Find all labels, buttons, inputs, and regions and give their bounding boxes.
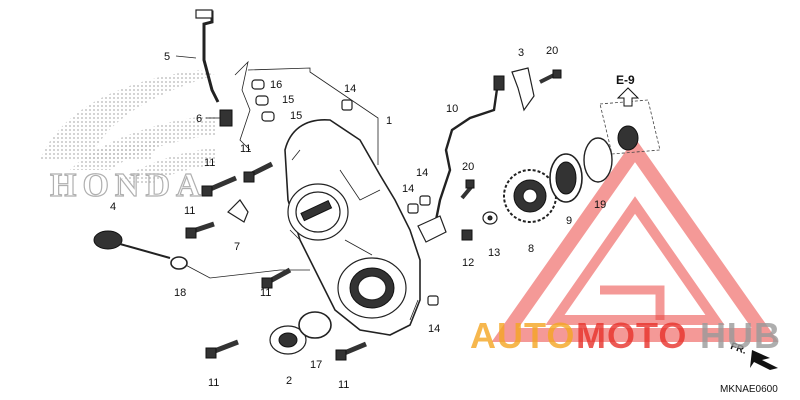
callout-11-a: 11 bbox=[204, 157, 215, 169]
watermark-brand-part2: MOTO bbox=[576, 315, 687, 356]
part-6[interactable] bbox=[206, 109, 233, 127]
callout-12: 12 bbox=[462, 257, 474, 269]
callout-4: 4 bbox=[110, 201, 116, 213]
callout-16: 16 bbox=[270, 79, 282, 91]
callout-14-a: 14 bbox=[344, 83, 356, 95]
part-15-a[interactable] bbox=[255, 95, 269, 106]
callout-15-b: 15 bbox=[290, 110, 302, 122]
bolt-12[interactable] bbox=[461, 229, 473, 241]
part-16[interactable] bbox=[251, 79, 265, 90]
bolt-20-b[interactable] bbox=[460, 179, 475, 200]
callout-9: 9 bbox=[566, 215, 572, 227]
callout-17: 17 bbox=[310, 359, 322, 371]
part-9-clutch[interactable] bbox=[549, 153, 583, 203]
part-14-mid-b[interactable] bbox=[419, 195, 431, 206]
watermark-logo bbox=[491, 137, 779, 342]
part-14-lower[interactable] bbox=[427, 295, 439, 306]
bolt-11-c[interactable] bbox=[185, 221, 215, 239]
callout-8: 8 bbox=[528, 243, 534, 255]
part-18-o-ring[interactable] bbox=[170, 256, 188, 270]
callout-13: 13 bbox=[488, 247, 500, 259]
washer-13[interactable] bbox=[482, 211, 498, 225]
callout-7: 7 bbox=[234, 241, 240, 253]
watermark-triangle-inner bbox=[545, 196, 725, 325]
honda-wing-logo: HONDA bbox=[40, 70, 215, 205]
bracket-group-upper bbox=[234, 60, 379, 165]
honda-brand-text: HONDA bbox=[50, 167, 207, 204]
part-5[interactable] bbox=[175, 9, 220, 103]
part-3-bracket[interactable] bbox=[511, 67, 535, 112]
reference-label: E-9 bbox=[616, 73, 635, 87]
callout-10: 10 bbox=[446, 103, 458, 115]
watermark-brand-part3: HUB bbox=[700, 315, 781, 356]
callout-14-d: 14 bbox=[428, 323, 440, 335]
callout-6: 6 bbox=[196, 113, 202, 125]
callout-11-e: 11 bbox=[208, 377, 219, 389]
watermark-triangle-outer bbox=[491, 137, 779, 342]
bolt-11-f[interactable] bbox=[335, 341, 367, 361]
direction-label: FR. bbox=[729, 341, 748, 357]
part-8-gear[interactable] bbox=[503, 169, 557, 223]
callout-19: 19 bbox=[594, 199, 606, 211]
callout-11-d: 11 bbox=[260, 287, 271, 299]
callout-18: 18 bbox=[174, 287, 186, 299]
part-7-clip[interactable] bbox=[227, 199, 249, 223]
watermark-text: AUTO MOTO HUB bbox=[470, 315, 781, 356]
part-15-b[interactable] bbox=[261, 111, 275, 122]
diagram-code: MKNAE0600 bbox=[720, 384, 778, 395]
callout-14-c: 14 bbox=[416, 167, 428, 179]
callout-11-b: 11 bbox=[240, 143, 251, 155]
callout-11-c: 11 bbox=[184, 205, 195, 217]
callout-3: 3 bbox=[518, 47, 524, 59]
part-14-upper[interactable] bbox=[341, 99, 353, 111]
callout-14-b: 14 bbox=[402, 183, 414, 195]
bolt-11-a[interactable] bbox=[201, 175, 237, 197]
part-19-circlip[interactable] bbox=[583, 137, 613, 183]
callout-2: 2 bbox=[286, 375, 292, 387]
direction-arrow-icon bbox=[750, 350, 778, 370]
part-2-plug[interactable] bbox=[269, 325, 307, 355]
part-1-crankcase-cover[interactable] bbox=[284, 119, 421, 336]
part-10-sensor[interactable] bbox=[417, 75, 505, 243]
bolt-11-e[interactable] bbox=[205, 339, 239, 359]
watermark-brand-part1: AUTO bbox=[470, 315, 575, 356]
callout-20-a: 20 bbox=[546, 45, 558, 57]
bolt-20-a[interactable] bbox=[539, 69, 562, 84]
part-14-mid-a[interactable] bbox=[407, 203, 419, 214]
leader-18 bbox=[179, 261, 310, 279]
watermark-triangle-hook bbox=[600, 285, 665, 320]
callout-1: 1 bbox=[386, 115, 392, 127]
callout-15-a: 15 bbox=[282, 94, 294, 106]
bolt-11-b[interactable] bbox=[243, 161, 274, 183]
arrow-up-icon bbox=[616, 87, 640, 107]
callout-11-f: 11 bbox=[338, 379, 349, 391]
callout-5: 5 bbox=[164, 51, 170, 63]
callout-20-b: 20 bbox=[462, 161, 474, 173]
part-17-o-ring[interactable] bbox=[298, 311, 332, 339]
part-4-oil-cap[interactable] bbox=[93, 230, 171, 259]
bolt-11-d[interactable] bbox=[261, 267, 292, 289]
